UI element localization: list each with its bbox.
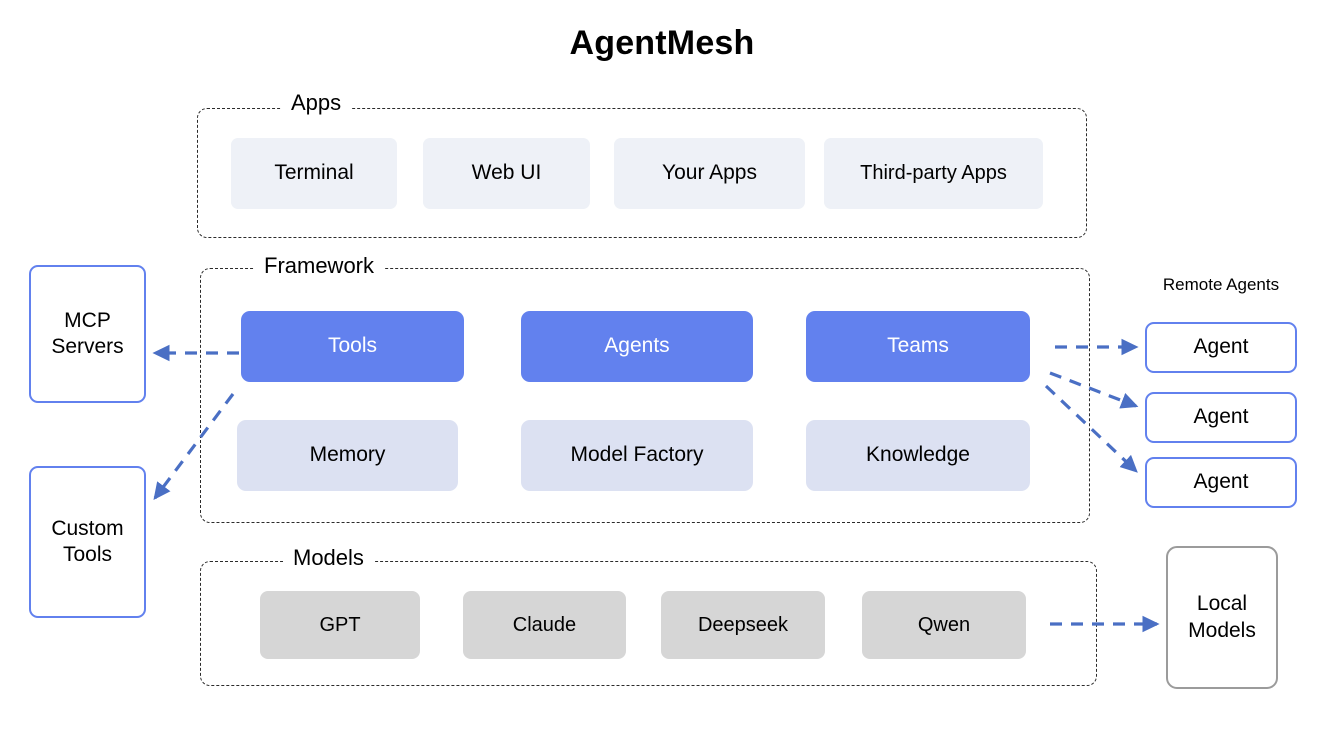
apps-group-container [197, 108, 1087, 238]
model-node-qwen[interactable]: Qwen [862, 591, 1026, 659]
framework-node-model-factory[interactable]: Model Factory [521, 420, 753, 491]
remote-agent-box-2[interactable]: Agent [1145, 392, 1297, 443]
models-group-label: Models [283, 547, 374, 569]
framework-node-memory[interactable]: Memory [237, 420, 458, 491]
remote-agent-box-3[interactable]: Agent [1145, 457, 1297, 508]
apps-group-label: Apps [281, 92, 352, 114]
model-node-gpt[interactable]: GPT [260, 591, 420, 659]
remote-agent-box-1[interactable]: Agent [1145, 322, 1297, 373]
page-title: AgentMesh [569, 24, 755, 62]
remote-agents-label: Remote Agents [1162, 275, 1280, 294]
framework-node-agents[interactable]: Agents [521, 311, 753, 382]
framework-node-tools[interactable]: Tools [241, 311, 464, 382]
framework-group-label: Framework [254, 255, 385, 277]
custom-tools-box[interactable]: Custom Tools [29, 466, 146, 618]
mcp-servers-box[interactable]: MCP Servers [29, 265, 146, 403]
framework-node-teams[interactable]: Teams [806, 311, 1030, 382]
app-node-terminal[interactable]: Terminal [231, 138, 397, 209]
framework-node-knowledge[interactable]: Knowledge [806, 420, 1030, 491]
app-node-web-ui[interactable]: Web UI [423, 138, 590, 209]
local-models-box[interactable]: Local Models [1166, 546, 1278, 689]
model-node-claude[interactable]: Claude [463, 591, 626, 659]
model-node-deepseek[interactable]: Deepseek [661, 591, 825, 659]
app-node-third-party-apps[interactable]: Third-party Apps [824, 138, 1043, 209]
app-node-your-apps[interactable]: Your Apps [614, 138, 805, 209]
